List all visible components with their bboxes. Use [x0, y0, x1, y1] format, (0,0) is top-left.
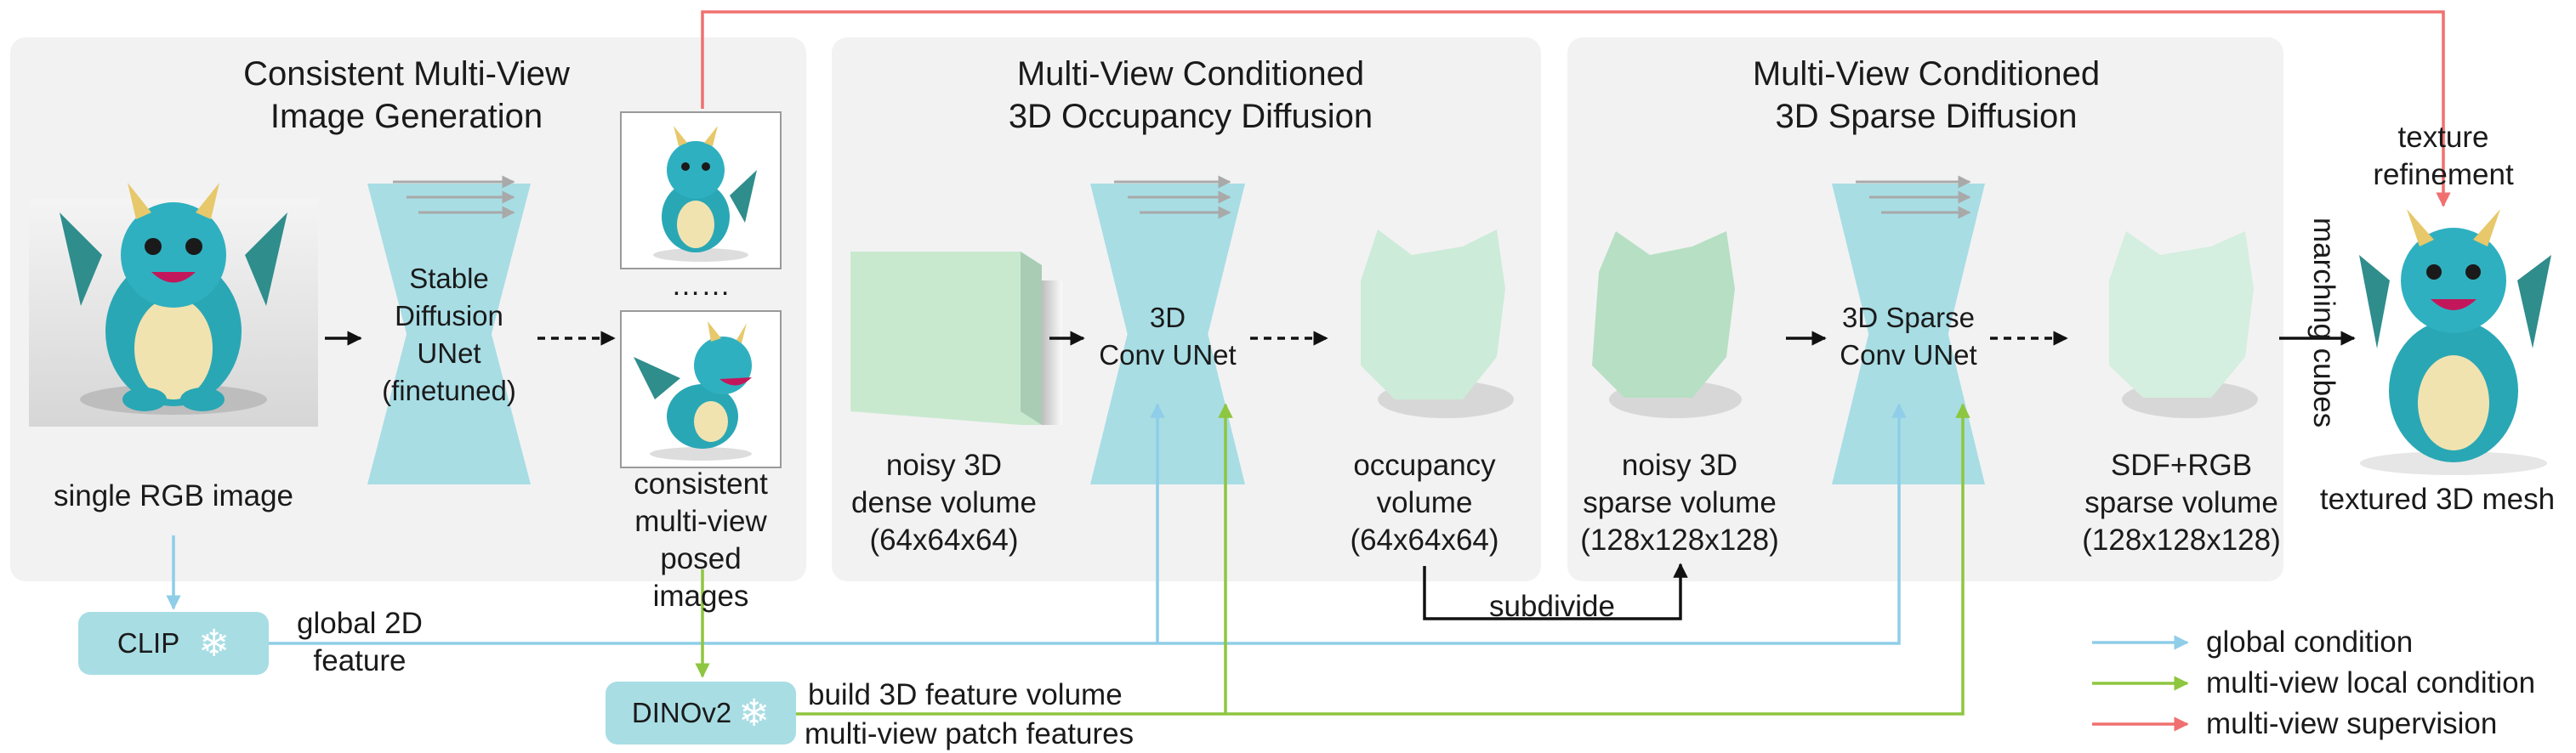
snowflake-icon: ❄ — [198, 622, 230, 665]
unet-label-conv: 3D Conv UNet — [1099, 302, 1237, 371]
skip-arrows-conv — [1114, 175, 1231, 219]
panel-title-image-generation: Consistent Multi-View Image Generation — [243, 55, 570, 135]
label-subdivide: subdivide — [1489, 590, 1615, 623]
sdf-rgb-volume-shape — [2109, 231, 2258, 418]
snowflake-icon: ❄ — [738, 692, 771, 734]
label-textured-mesh: textured 3D mesh — [2319, 483, 2556, 516]
supervision-arrow — [701, 10, 2451, 207]
unet-shape-sd — [367, 184, 531, 484]
main-flow-arrows — [325, 331, 2356, 620]
label-marching-cubes: marching cubes — [2307, 218, 2340, 428]
label-texture-refinement: texture refinement — [2373, 121, 2514, 191]
unet-label-sparse-conv: 3D Sparse Conv UNet — [1840, 302, 1977, 371]
unet-label-stable-diffusion: Stable Diffusion UNet (finetuned) — [382, 263, 516, 406]
label-patch-features: multi-view patch features — [805, 717, 1134, 750]
input-image-dragon — [29, 183, 318, 427]
skip-arrows-sparse — [1856, 175, 1971, 219]
clip-label: CLIP — [117, 627, 180, 659]
label-input-image: single RGB image — [53, 479, 294, 512]
label-ellipsis: …… — [671, 269, 731, 302]
local-condition-arrows — [695, 403, 1970, 716]
label-occupancy: occupancy volume (64x64x64) — [1350, 449, 1499, 557]
panel-title-occupancy-diffusion: Multi-View Conditioned 3D Occupancy Diff… — [1008, 55, 1373, 135]
global-condition-arrows — [166, 403, 1907, 645]
unet-shape-sparse — [1832, 184, 1985, 484]
label-sdf-rgb: SDF+RGB sparse volume (128x128x128) — [2082, 449, 2281, 557]
legend-lines — [2092, 635, 2189, 732]
dinov2-label: DINOv2 — [631, 697, 732, 728]
occupancy-volume-shape — [1361, 229, 1514, 418]
mv-image-side — [620, 310, 782, 468]
clip-encoder-box: CLIP ❄ — [78, 612, 269, 675]
legend-supervision: multi-view supervision — [2206, 707, 2498, 740]
noisy-sparse-volume-shape — [1592, 231, 1742, 418]
skip-arrows-sd — [393, 175, 515, 219]
label-noisy-dense: noisy 3D dense volume (64x64x64) — [851, 449, 1037, 557]
legend-global-condition: global condition — [2206, 626, 2414, 659]
label-build-3d-feature-volume: build 3D feature volume — [808, 678, 1123, 711]
legend-local-condition: multi-view local condition — [2206, 666, 2536, 699]
textured-mesh-dragon — [2359, 209, 2551, 475]
label-noisy-sparse: noisy 3D sparse volume (128x128x128) — [1580, 449, 1779, 557]
mv-image-front — [620, 111, 782, 269]
label-mv-images: consistent multi-view posed images — [634, 467, 768, 613]
dinov2-encoder-box: DINOv2 ❄ — [606, 682, 796, 745]
panel-title-sparse-diffusion: Multi-View Conditioned 3D Sparse Diffusi… — [1752, 55, 2101, 135]
noisy-dense-volume — [850, 252, 1062, 425]
unet-shape-conv — [1090, 184, 1245, 484]
label-global-2d-feature: global 2D feature — [297, 607, 423, 677]
